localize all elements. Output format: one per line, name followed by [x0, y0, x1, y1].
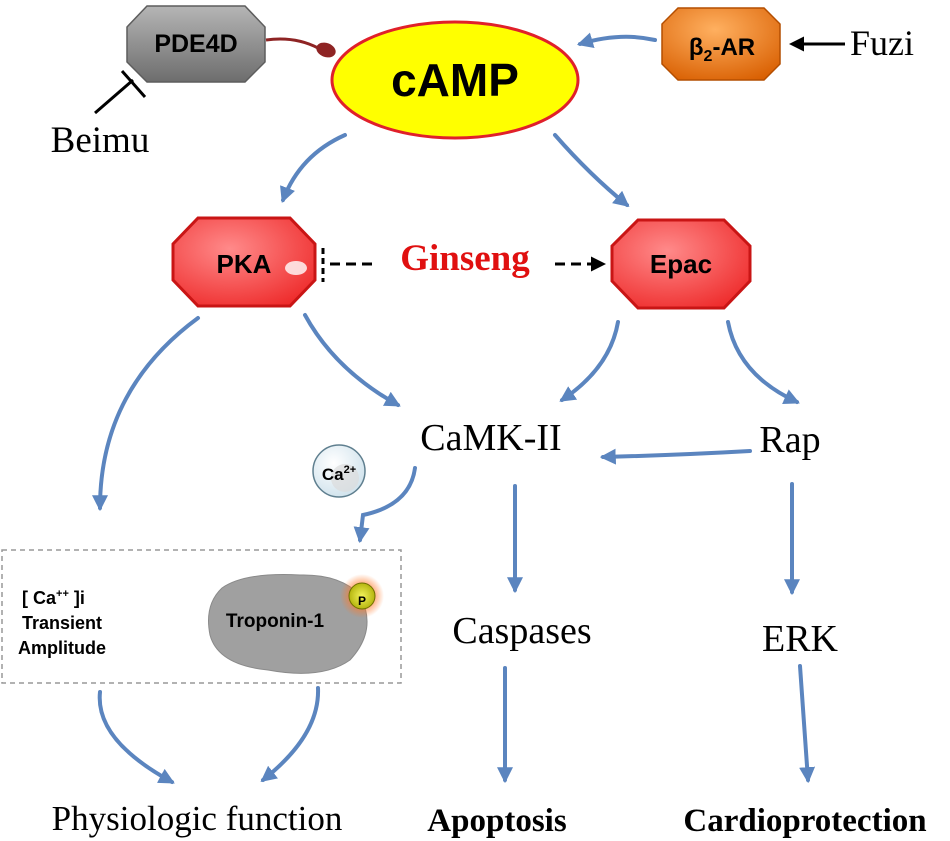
- arrow-camp-to-pka: [280, 133, 347, 203]
- arrow-troponin-to-physiologic: [260, 686, 321, 782]
- ginseng-inhibits-pka: [321, 248, 378, 282]
- phosphate-icon: P: [340, 574, 384, 618]
- pde4d-node: PDE4D: [126, 5, 266, 83]
- arrow-pka-to-calcium-box: [92, 316, 200, 512]
- arrow-pka-to-camkii: [303, 313, 401, 407]
- camp-label: cAMP: [391, 54, 519, 106]
- svg-text:Transient: Transient: [22, 613, 102, 633]
- pka-label: PKA: [217, 249, 272, 279]
- arrow-erk-to-cardioprotection: [798, 664, 816, 784]
- beta2ar-label: β2-AR: [689, 34, 755, 65]
- beimu-inhibition-bar: [94, 70, 147, 115]
- beta2ar-node: β2-AR: [661, 7, 781, 81]
- calcium-transient-label: [ Ca++ ]i Transient Amplitude: [18, 588, 106, 658]
- fuzi-label: Fuzi: [850, 23, 914, 63]
- physiologic-function-label: Physiologic function: [52, 799, 343, 838]
- svg-text:[ Ca++ ]i: [ Ca++ ]i: [22, 588, 85, 608]
- arrow-calcium-to-physiologic: [97, 690, 175, 784]
- troponin-label: Troponin-1: [226, 611, 325, 632]
- camkii-label: CaMK-II: [420, 417, 561, 459]
- arrow-beta2ar-to-camp: [576, 32, 657, 48]
- rap-label: Rap: [759, 419, 820, 461]
- pde4d-degrades-camp-link: [265, 37, 336, 58]
- troponin-node: Troponin-1: [208, 574, 368, 674]
- beimu-label: Beimu: [51, 120, 150, 161]
- arrow-rap-to-camkii: [599, 448, 752, 465]
- epac-node: Epac: [610, 218, 752, 310]
- ginseng-label: Ginseng: [400, 238, 530, 279]
- pde4d-label: PDE4D: [154, 30, 237, 58]
- arrow-epac-to-camkii: [559, 320, 620, 402]
- calcium-ion-label: Ca2+: [322, 464, 356, 484]
- camp-node: cAMP: [330, 20, 580, 140]
- calcium-ion-icon: Ca2+: [312, 444, 366, 498]
- calcium-troponin-box: [1, 549, 402, 684]
- arrow-epac-to-rap: [726, 320, 800, 404]
- arrow-camp-to-epac: [553, 133, 630, 208]
- pka-node: PKA: [171, 216, 317, 308]
- cardioprotection-label: Cardioprotection: [683, 803, 926, 839]
- caspases-label: Caspases: [452, 610, 591, 652]
- svg-text:Amplitude: Amplitude: [18, 638, 106, 658]
- arrow-camkii-to-troponin: [353, 466, 417, 544]
- apoptosis-label: Apoptosis: [427, 803, 567, 839]
- pathway-arrows: [92, 32, 816, 784]
- phosphate-label: P: [358, 594, 366, 608]
- epac-label: Epac: [650, 249, 712, 279]
- erk-label: ERK: [762, 618, 839, 660]
